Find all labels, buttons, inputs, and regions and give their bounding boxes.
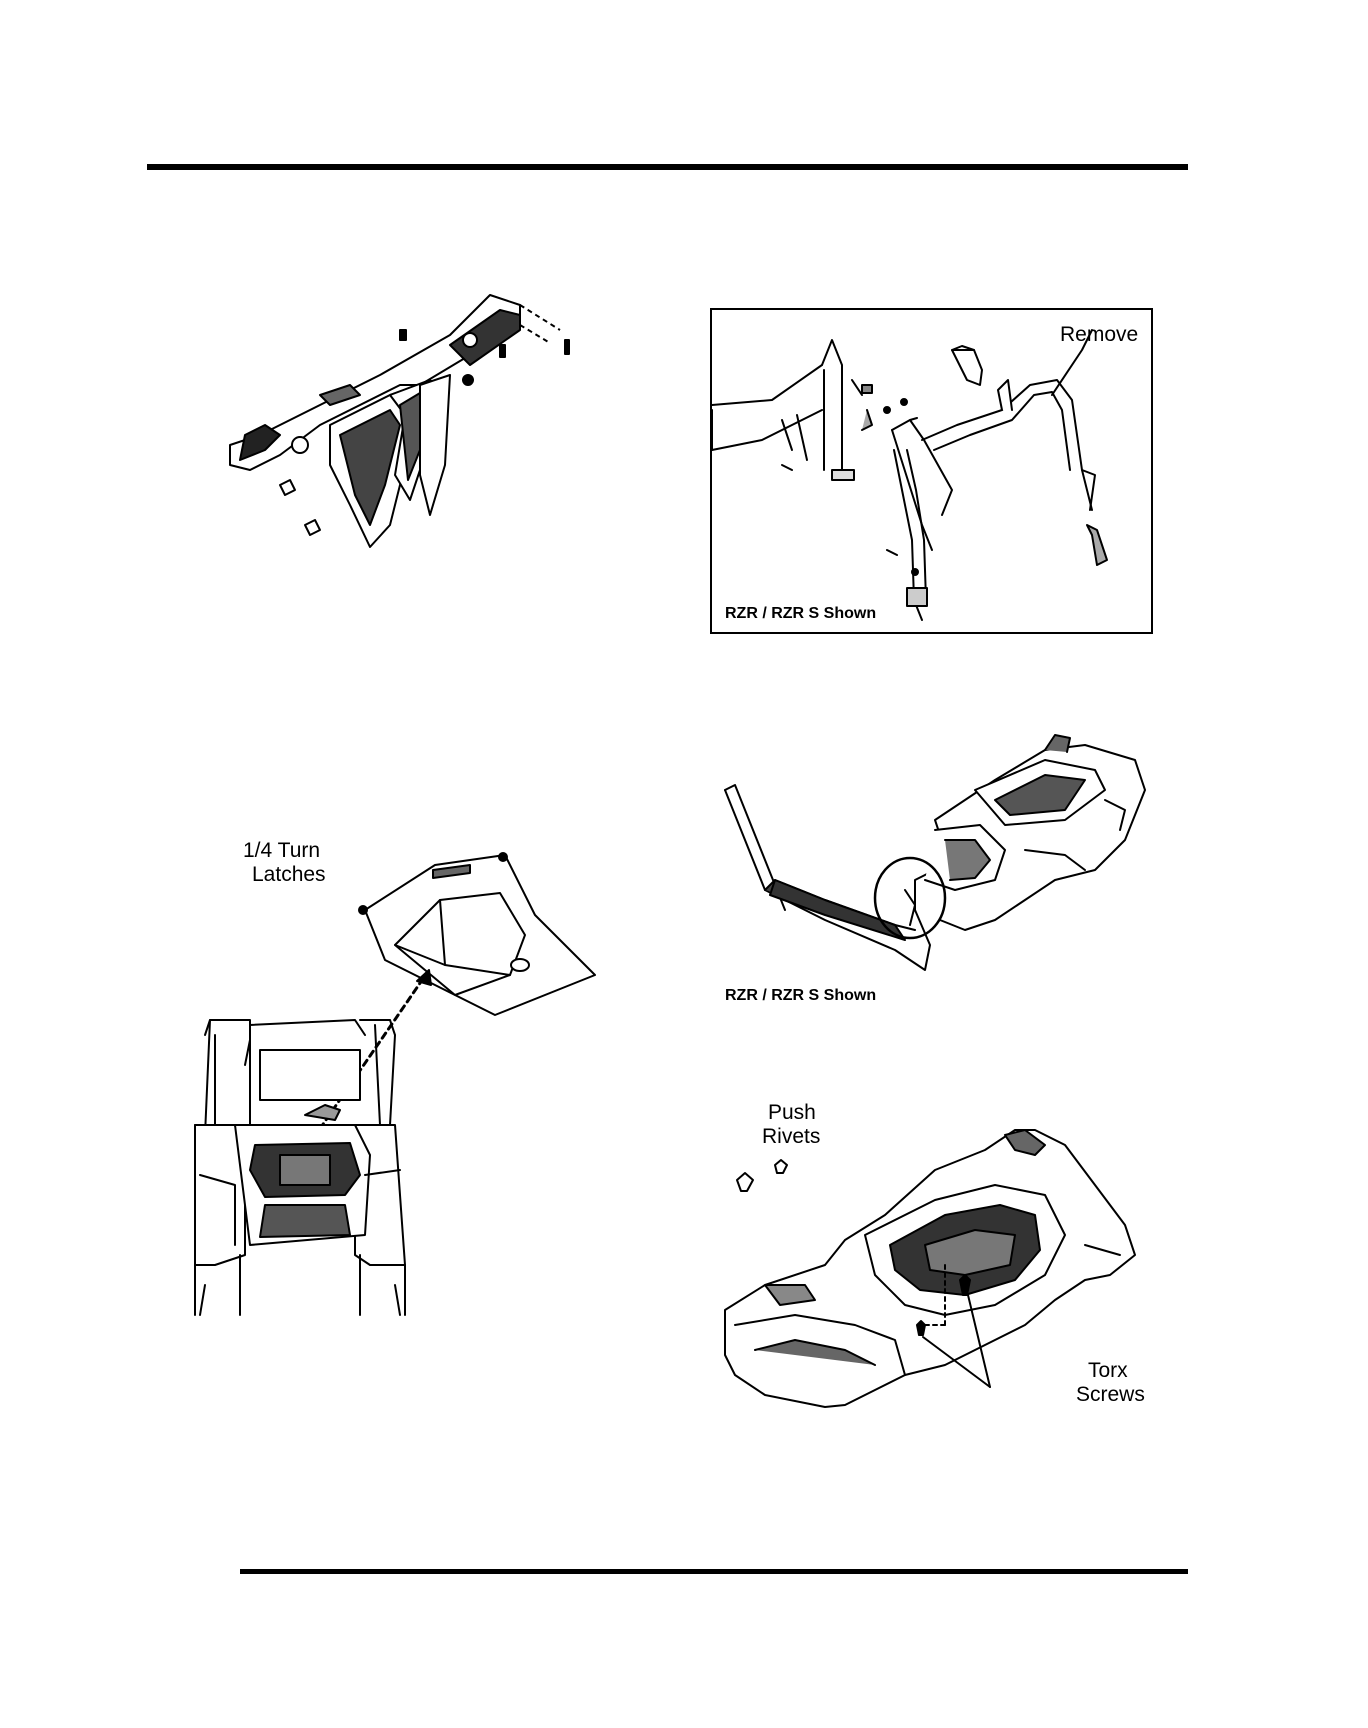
dash-panel-illustration [220,285,590,555]
push-rivets-label-line2: Rivets [762,1124,820,1149]
latches-label-line2: Latches [252,862,326,887]
hood-illustration [195,825,605,1315]
push-rivets-label-line1: Push [768,1100,816,1125]
rear-fender-caption: RZR / RZR S Shown [725,987,876,1005]
torx-screws-label-line1: Torx [1088,1358,1128,1383]
rear-fender-illustration [725,730,1145,980]
footer-rule [240,1569,1188,1574]
remove-label: Remove [1060,322,1138,347]
rear-box-illustration [725,1125,1145,1410]
latches-label-line1: 1/4 Turn [243,838,320,863]
header-rule [147,164,1188,170]
roll-cage-illustration [712,310,1151,632]
roll-cage-caption: RZR / RZR S Shown [725,605,876,623]
torx-screws-label-line2: Screws [1076,1382,1145,1407]
